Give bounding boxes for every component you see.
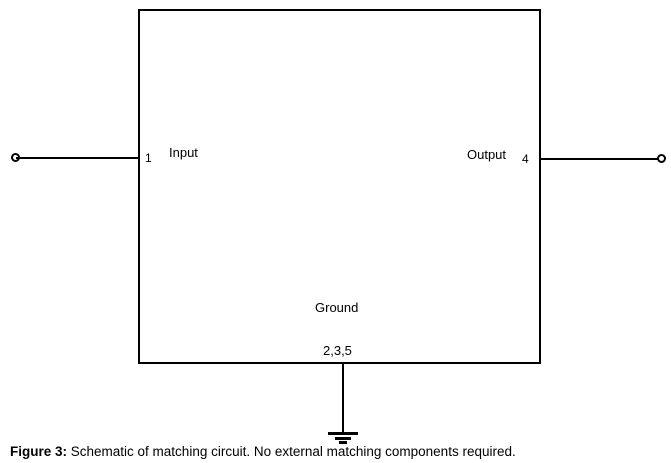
- output-terminal-icon: [657, 154, 666, 163]
- ground-bar-middle: [335, 437, 351, 440]
- ground-bar-top: [328, 432, 358, 435]
- input-lead-wire: [16, 157, 138, 159]
- input-label: Input: [169, 145, 198, 160]
- pin-4-number: 4: [522, 152, 529, 166]
- ground-wire: [342, 364, 344, 433]
- circuit-box: [138, 9, 541, 364]
- figure-caption-label: Figure 3:: [10, 444, 68, 459]
- pin-1-number: 1: [145, 151, 152, 165]
- ground-bar-bottom: [339, 441, 347, 444]
- figure-caption: Figure 3: Schematic of matching circuit.…: [10, 444, 516, 460]
- output-label: Output: [467, 147, 507, 162]
- output-lead-wire: [541, 158, 658, 160]
- ground-label: Ground: [315, 300, 359, 315]
- figure-caption-text: Schematic of matching circuit. No extern…: [67, 444, 516, 459]
- ground-pins-label: 2,3,5: [323, 343, 352, 358]
